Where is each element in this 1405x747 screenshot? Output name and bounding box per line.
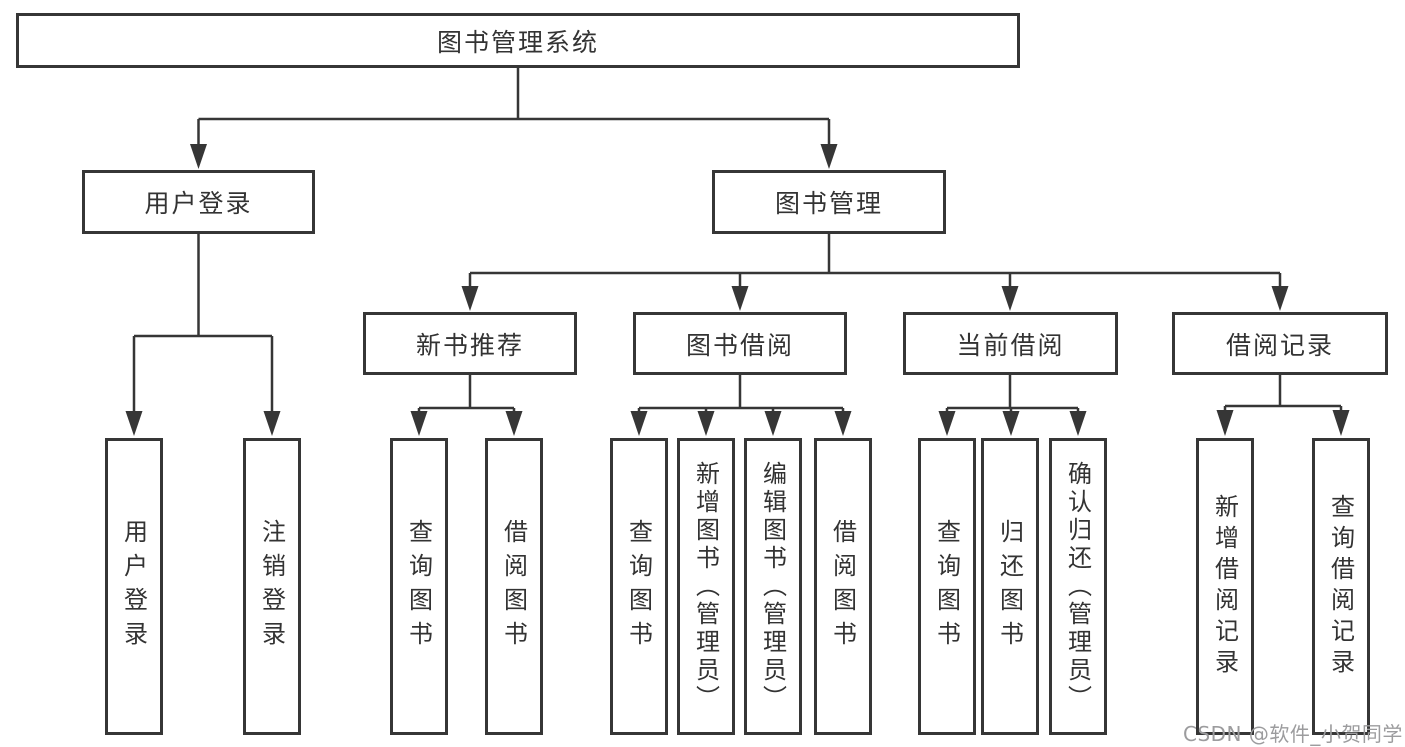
node-label: 当前借阅: [956, 330, 1065, 360]
node-label: 借阅图书: [828, 518, 857, 655]
leaf-borrow-books: 借阅图书: [814, 438, 872, 735]
arrow-down-icon: [505, 411, 523, 436]
leaf-query-books: 查询图书: [390, 438, 448, 735]
leaf-edit-book-admin: 编辑图书（管理员）: [744, 438, 802, 735]
node-label: 图书管理: [774, 189, 883, 218]
arrow-down-icon: [731, 286, 749, 311]
leaf-query-books: 查询图书: [610, 438, 668, 735]
connector-borrow-records-branch: [1223, 375, 1343, 414]
connector-book-borrow-branch: [637, 375, 845, 414]
node-label: 查询借阅记录: [1326, 493, 1355, 680]
node-label: 新增图书（管理员）: [691, 460, 720, 713]
arrow-down-icon: [190, 144, 207, 169]
arrow-down-icon: [1271, 286, 1289, 311]
arrow-down-icon: [410, 411, 428, 436]
node-library-system: 图书管理系统: [16, 13, 1020, 68]
node-user-login: 用户登录: [82, 170, 315, 234]
leaf-borrow-books: 借阅图书: [485, 438, 543, 735]
node-label: 编辑图书（管理员）: [758, 460, 787, 713]
leaf-confirm-return-admin: 确认归还（管理员）: [1049, 438, 1107, 735]
node-label: 图书借阅: [685, 330, 794, 360]
leaf-query-books: 查询图书: [918, 438, 976, 735]
node-book-borrowing: 图书借阅: [633, 312, 847, 375]
node-label: 查询图书: [624, 518, 653, 655]
node-label: 图书管理系统: [436, 27, 599, 57]
leaf-logout: 注销登录: [243, 438, 301, 735]
connector-current-borrow-branch: [945, 375, 1080, 414]
node-label: 确认归还（管理员）: [1063, 460, 1092, 713]
connector-user-login-branch: [132, 234, 274, 414]
node-label: 查询图书: [932, 518, 961, 655]
leaf-query-borrow-record: 查询借阅记录: [1312, 438, 1370, 735]
node-current-borrowing: 当前借阅: [903, 312, 1118, 375]
leaf-user-login: 用户登录: [105, 438, 163, 735]
arrow-down-icon: [630, 411, 648, 436]
node-label: 借阅记录: [1225, 330, 1334, 360]
node-label: 注销登录: [257, 518, 286, 655]
arrowheads: [125, 144, 1350, 436]
node-new-book-recommendation: 新书推荐: [363, 312, 577, 375]
node-borrowing-records: 借阅记录: [1172, 312, 1388, 375]
connector-root-branch: [197, 68, 831, 146]
arrow-down-icon: [1216, 410, 1234, 436]
arrow-down-icon: [820, 144, 838, 169]
arrow-down-icon: [1069, 411, 1087, 436]
node-label: 归还图书: [995, 518, 1024, 655]
leaf-return-book: 归还图书: [981, 438, 1039, 735]
node-label: 查询图书: [404, 518, 433, 655]
arrow-down-icon: [764, 411, 782, 436]
node-book-management: 图书管理: [712, 170, 946, 234]
node-label: 新增借阅记录: [1210, 493, 1239, 680]
node-label: 用户登录: [144, 189, 253, 218]
node-label: 用户登录: [119, 518, 148, 655]
leaf-add-borrow-record: 新增借阅记录: [1196, 438, 1254, 735]
arrow-down-icon: [1001, 286, 1019, 311]
arrow-down-icon: [1332, 410, 1350, 436]
arrow-down-icon: [1002, 411, 1020, 436]
watermark: CSDN @软件_小贺同学: [1183, 722, 1403, 746]
connector-book-mgmt-branch: [468, 234, 1282, 289]
arrow-down-icon: [834, 411, 852, 436]
connector-strokes: [132, 68, 1343, 414]
leaf-add-book-admin: 新增图书（管理员）: [677, 438, 735, 735]
node-label: 借阅图书: [499, 518, 528, 655]
connector-new-book-rec-branch: [417, 375, 516, 414]
arrow-down-icon: [461, 286, 479, 311]
node-label: 新书推荐: [415, 330, 524, 360]
arrow-down-icon: [697, 411, 715, 436]
arrow-down-icon: [938, 411, 956, 436]
arrow-down-icon: [125, 411, 143, 436]
arrow-down-icon: [263, 411, 281, 436]
